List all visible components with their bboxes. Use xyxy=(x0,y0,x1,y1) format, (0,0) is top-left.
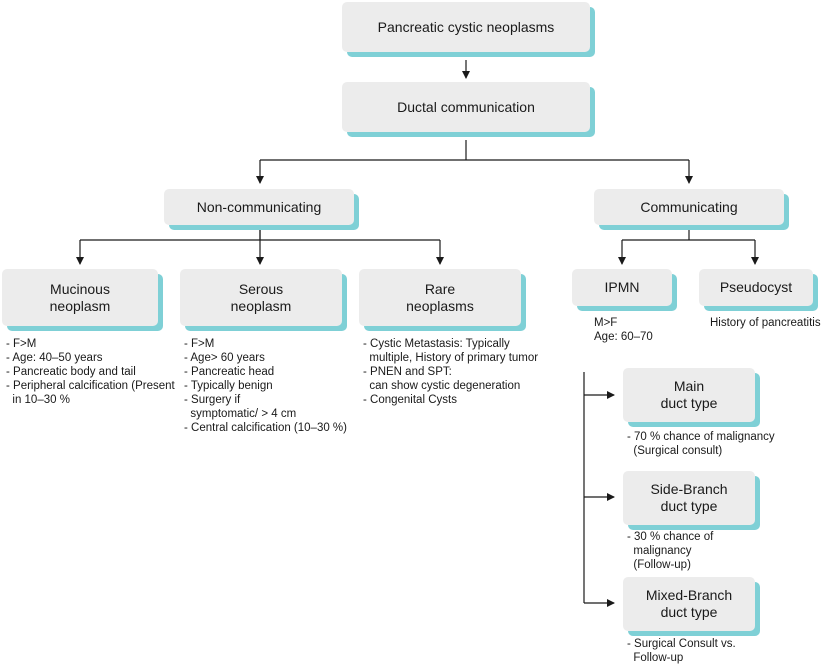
node-pancreatic-cystic-neoplasms: Pancreatic cystic neoplasms xyxy=(342,2,590,52)
node-label-line: Mucinous xyxy=(50,280,110,297)
notes-main-duct: - 70 % chance of malignancy (Surgical co… xyxy=(627,430,775,458)
note-item: - Congenital Cysts xyxy=(363,394,457,406)
node-label-line: neoplasm xyxy=(49,297,111,314)
node-label-line: Mixed-Branch xyxy=(645,587,733,603)
node-non-communicating: Non-communicating xyxy=(164,189,354,225)
node-label-line: Pseudocyst xyxy=(719,279,793,295)
node-label-line: neoplasms xyxy=(406,297,474,314)
node-pseudocyst: Pseudocyst xyxy=(699,269,813,306)
node-label-line: Main xyxy=(673,378,705,394)
node-label-line: Rare xyxy=(424,280,456,297)
note-item: in 10–30 % xyxy=(6,394,70,406)
node-label-line: neoplasm xyxy=(230,297,292,314)
note-item: symptomatic/ > 4 cm xyxy=(184,408,297,420)
note-item: - Peripheral calcification (Present xyxy=(6,380,175,392)
note-item: (Surgical consult) xyxy=(627,445,723,457)
node-ductal-communication: Ductal communication xyxy=(342,82,590,132)
note-item: - Surgical Consult vs. xyxy=(627,638,736,650)
node-label-line: duct type xyxy=(660,395,718,411)
note-item: Age: 60–70 xyxy=(594,331,653,343)
notes-side-branch: - 30 % chance of malignancy (Follow-up) xyxy=(627,530,713,572)
notes-mucinous: - F>M - Age: 40–50 years - Pancreatic body… xyxy=(6,337,175,407)
node-label-line: Serous xyxy=(238,280,284,297)
note-item: malignancy xyxy=(627,545,692,557)
node-label-line: Pancreatic cystic neoplasms xyxy=(377,18,555,35)
note-item: - Pancreatic head xyxy=(184,366,275,378)
node-communicating: Communicating xyxy=(594,189,784,225)
note-item: - Central calcification (10–30 %) xyxy=(184,422,347,434)
node-label-line: IPMN xyxy=(604,279,640,295)
note-item: - Age: 40–50 years xyxy=(6,352,103,364)
node-label-line: Side-Branch xyxy=(650,481,728,497)
notes-pseudocyst: History of pancreatitis xyxy=(710,316,821,330)
note-item: - Surgery if xyxy=(184,394,241,406)
note-item: can show cystic degeneration xyxy=(363,380,521,392)
notes-mixed-branch: - Surgical Consult vs. Follow-up xyxy=(627,637,736,665)
node-label-line: Communicating xyxy=(640,198,738,215)
note-item: - PNEN and SPT: xyxy=(363,366,452,378)
node-ipmn: IPMN xyxy=(572,269,672,306)
notes-ipmn: M>F Age: 60–70 xyxy=(594,316,653,344)
note-item: History of pancreatitis xyxy=(710,317,821,329)
note-item: - 70 % chance of malignancy xyxy=(627,431,775,443)
note-item: - Typically benign xyxy=(184,380,273,392)
notes-rare: - Cystic Metastasis: Typically multiple,… xyxy=(363,337,538,407)
note-item: - Cystic Metastasis: Typically xyxy=(363,338,510,350)
note-item: - F>M xyxy=(184,338,215,350)
note-item: - Pancreatic body and tail xyxy=(6,366,136,378)
note-item: (Follow-up) xyxy=(627,559,691,571)
note-item: - Age> 60 years xyxy=(184,352,265,364)
note-item: M>F xyxy=(594,317,618,329)
notes-serous: - F>M - Age> 60 years - Pancreatic head - T… xyxy=(184,337,347,435)
note-item: - F>M xyxy=(6,338,37,350)
note-item: - 30 % chance of xyxy=(627,531,714,543)
node-label-line: Ductal communication xyxy=(397,98,535,115)
node-label-line: duct type xyxy=(660,498,718,514)
note-item: Follow-up xyxy=(627,652,684,664)
node-label-line: Non-communicating xyxy=(196,198,322,215)
node-label-line: duct type xyxy=(660,604,718,620)
note-item: multiple, History of primary tumor xyxy=(363,352,539,364)
